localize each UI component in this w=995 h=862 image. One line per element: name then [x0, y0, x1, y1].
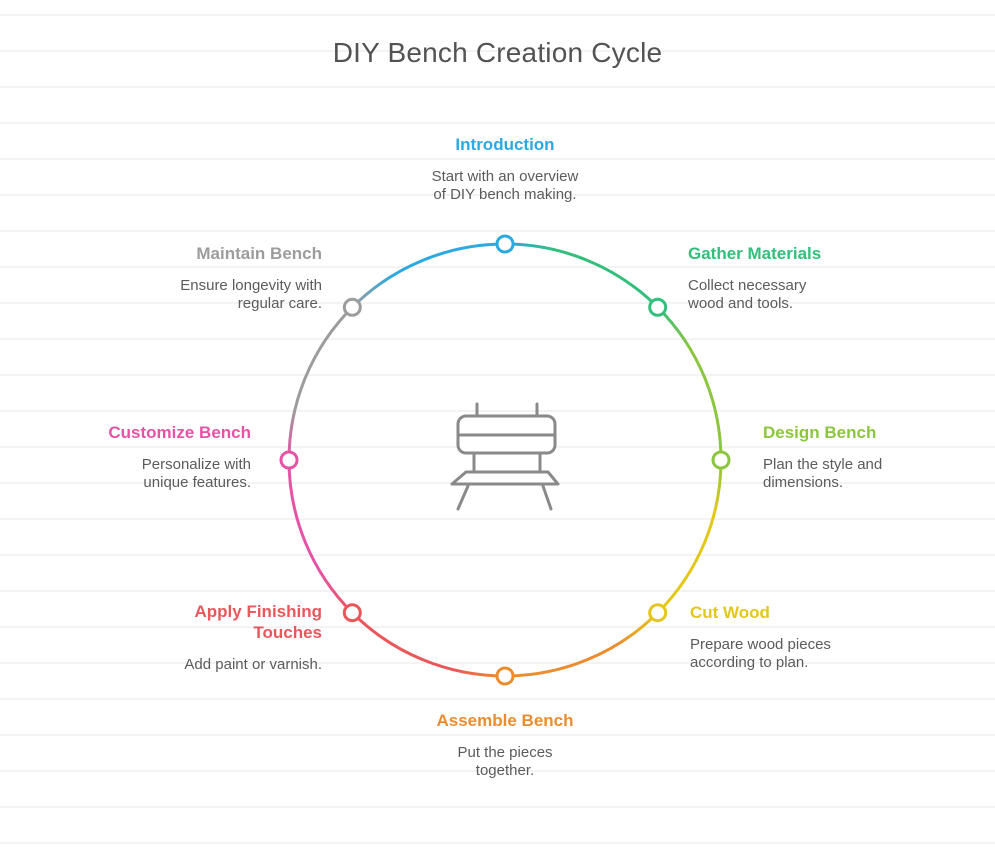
stage-block-introduction: Introduction Start with an overview of D…	[355, 134, 655, 204]
arc-assemble-apply	[351, 611, 506, 678]
stage-block-design-bench: Design Bench Plan the style and dimensio…	[763, 422, 993, 492]
stage-block-cut-wood: Cut Wood Prepare wood pieces according t…	[690, 602, 920, 672]
stage-node-assemble-bench	[495, 666, 515, 686]
stage-title: Assemble Bench	[436, 711, 574, 730]
stage-title: Design Bench	[763, 423, 877, 442]
stage-block-assemble-bench: Assemble Bench Put the pieces together.	[355, 710, 655, 780]
stage-description: Prepare wood pieces according to plan.	[690, 636, 831, 671]
stage-block-apply-finishing-touches: Apply Finishing Touches Add paint or var…	[100, 601, 322, 674]
stage-node-apply-finishing-touches	[342, 603, 362, 623]
stage-node-introduction	[495, 234, 515, 254]
stage-description: Ensure longevity with regular care.	[180, 277, 322, 312]
stage-description: Collect necessary wood and tools.	[688, 277, 807, 312]
stage-description: Add paint or varnish.	[184, 656, 322, 673]
stage-node-design-bench	[711, 450, 731, 470]
stage-description: Personalize with unique features.	[141, 456, 251, 491]
arc-maintain-introduction	[351, 242, 506, 309]
stage-nodes	[279, 234, 731, 686]
arc-customize-maintain	[287, 306, 354, 461]
stage-title: Cut Wood	[690, 603, 770, 622]
stage-block-maintain-bench: Maintain Bench Ensure longevity with reg…	[102, 243, 322, 313]
stage-node-customize-bench	[279, 450, 299, 470]
stage-block-customize-bench: Customize Bench Personalize with unique …	[31, 422, 251, 492]
stage-node-maintain-bench	[342, 297, 362, 317]
arc-cut-assemble	[504, 611, 659, 678]
stage-title: Maintain Bench	[196, 244, 322, 263]
stage-description: Put the pieces together.	[457, 744, 553, 779]
stage-block-gather-materials: Gather Materials Collect necessary wood …	[688, 243, 918, 313]
arc-introduction-gather	[504, 242, 659, 309]
stage-title: Customize Bench	[108, 423, 251, 442]
stage-node-cut-wood	[648, 603, 668, 623]
bench-icon	[450, 402, 560, 511]
stage-node-gather-materials	[648, 297, 668, 317]
arc-gather-design	[656, 306, 723, 461]
cycle-ring	[287, 242, 723, 678]
stage-description: Plan the style and dimensions.	[763, 456, 883, 491]
stage-title: Apply Finishing Touches	[194, 602, 323, 642]
page-title: DIY Bench Creation Cycle	[332, 37, 663, 68]
arc-design-cut	[656, 459, 723, 614]
stage-title: Gather Materials	[688, 244, 822, 263]
stage-description: Start with an overview of DIY bench maki…	[431, 168, 579, 203]
arc-apply-customize	[287, 459, 354, 614]
stage-title: Introduction	[455, 135, 555, 154]
